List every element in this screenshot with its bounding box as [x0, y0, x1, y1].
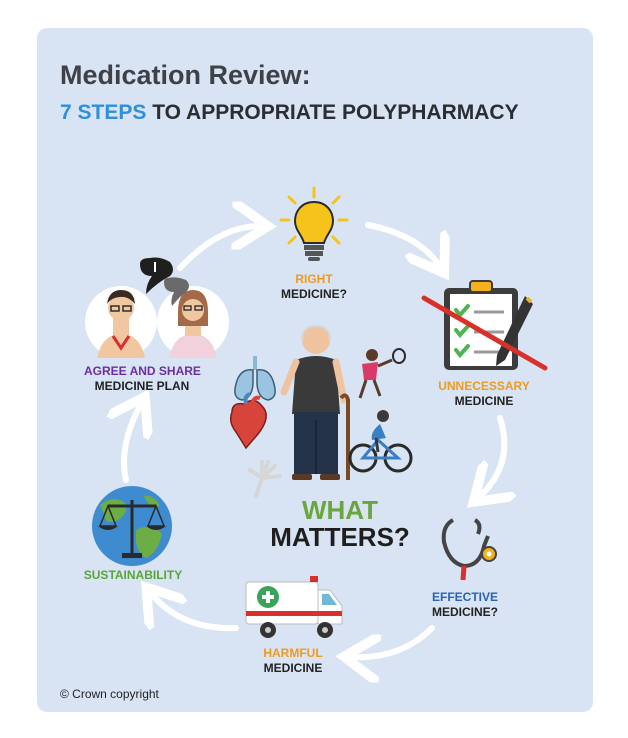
- title-rest: TO APPROPRIATE POLYPHARMACY: [146, 101, 519, 124]
- title-accent: 7 STEPS: [60, 101, 147, 124]
- step-unnecessary-medicine-line2: MEDICINE: [454, 394, 514, 408]
- tennis-player-icon: [358, 348, 406, 399]
- heart-icon: [229, 392, 267, 450]
- step-agree-share-line1: AGREE AND SHARE: [84, 364, 201, 378]
- stethoscope-icon: [441, 518, 497, 581]
- step-harmful-medicine-label: HARMFUL MEDICINE: [248, 646, 338, 676]
- title-subheading: 7 STEPS TO APPROPRIATE POLYPHARMACY: [60, 101, 519, 125]
- step-effective-medicine-label: EFFECTIVE MEDICINE?: [420, 590, 510, 620]
- step-sustainability-label: SUSTAINABILITY: [78, 568, 188, 583]
- cycle-arrows: [124, 225, 504, 657]
- step-right-medicine-line2: MEDICINE?: [281, 287, 347, 301]
- arrow-sustainability-to-agree: [124, 402, 142, 483]
- step-harmful-medicine-line1: HARMFUL: [263, 646, 323, 660]
- title-heading: Medication Review:: [60, 60, 311, 90]
- doctor-patient-icon: [85, 257, 229, 358]
- step-unnecessary-medicine-line1: UNNECESSARY: [438, 379, 530, 393]
- globe-scales-icon: [92, 486, 172, 566]
- step-effective-medicine-line1: EFFECTIVE: [431, 590, 498, 604]
- arrow-agree-to-right: [177, 226, 262, 271]
- arrow-harmful-to-sustainability: [150, 592, 239, 632]
- step-agree-share-line2: MEDICINE PLAN: [94, 379, 190, 393]
- elderly-man-icon: [280, 324, 350, 480]
- arrow-right-to-unnecessary: [365, 222, 441, 268]
- what-matters-line1: WHAT: [301, 495, 379, 525]
- step-agree-share-label: AGREE AND SHARE MEDICINE PLAN: [84, 364, 201, 394]
- arrow-unnecessary-to-effective: [478, 415, 504, 498]
- lightbulb-icon: [279, 186, 349, 261]
- what-matters-line2: MATTERS?: [270, 522, 410, 552]
- lungs-icon: [234, 356, 276, 401]
- arrow-effective-to-harmful: [350, 625, 435, 657]
- step-sustainability-line1: SUSTAINABILITY: [83, 568, 183, 582]
- step-right-medicine-line1: RIGHT: [295, 272, 333, 286]
- copyright-notice: © Crown copyright: [60, 687, 159, 701]
- cyclist-icon: [348, 410, 413, 473]
- step-harmful-medicine-line2: MEDICINE: [263, 661, 323, 675]
- step-right-medicine-label: RIGHT MEDICINE?: [274, 272, 354, 302]
- step-unnecessary-medicine-label: UNNECESSARY MEDICINE: [426, 379, 542, 409]
- hand-skeleton-icon: [248, 460, 282, 498]
- ambulance-icon: [245, 576, 343, 638]
- crossed-checklist-icon: [421, 280, 548, 371]
- step-effective-medicine-line2: MEDICINE?: [432, 605, 498, 619]
